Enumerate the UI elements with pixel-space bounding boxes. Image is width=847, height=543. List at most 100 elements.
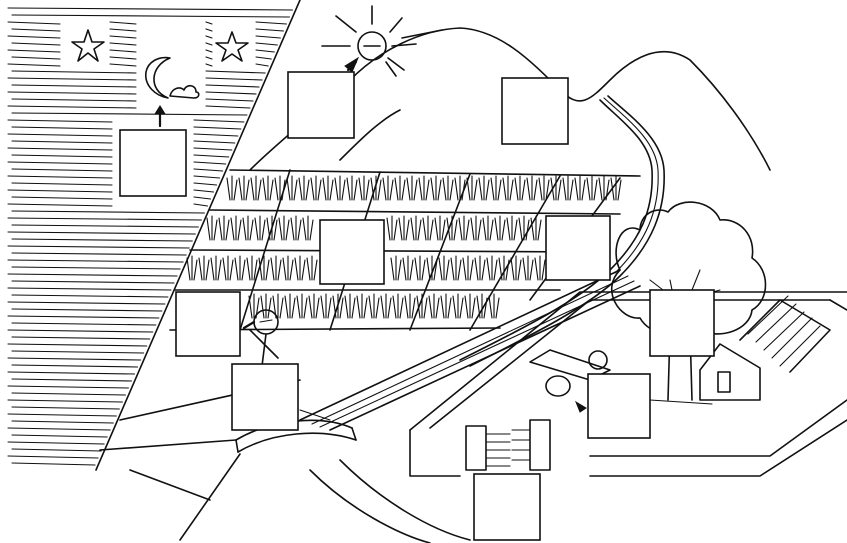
house — [699, 295, 831, 401]
sky-hatch-line — [7, 427, 111, 431]
rice-plant — [258, 255, 270, 281]
rice-plant — [334, 175, 346, 201]
sky-hatch-line — [7, 371, 136, 375]
sky-hatch-line — [193, 147, 233, 151]
rice-plant — [498, 255, 510, 281]
sky-hatch-line — [205, 56, 213, 60]
rice-plant — [226, 175, 238, 201]
sky-hatch-line — [193, 126, 242, 130]
rice-plant — [358, 175, 370, 201]
sky-hatch-line — [11, 238, 193, 242]
rice-plant — [238, 175, 250, 201]
sky-hatch-line — [11, 378, 133, 382]
sky-hatch-line — [7, 49, 61, 53]
rice-plant — [440, 293, 452, 319]
sky-hatch-line — [7, 441, 105, 445]
sky-hatch-line — [205, 77, 263, 81]
sky-hatch-line — [7, 175, 113, 179]
sky-hatch-line — [255, 28, 284, 32]
sky-hatch-line — [11, 308, 163, 312]
mountain-label-box[interactable] — [501, 77, 569, 145]
stream-line — [339, 459, 471, 541]
rice-plant — [490, 175, 502, 201]
paddy-center-label-box[interactable] — [319, 219, 385, 285]
sky-hatch-line — [109, 21, 137, 25]
rice-plant — [486, 255, 498, 281]
rice-plant — [494, 215, 506, 241]
rice-plant — [308, 293, 320, 319]
sky-hatch-line — [7, 357, 142, 361]
rice-plant — [284, 293, 296, 319]
rice-plant — [550, 175, 562, 201]
sky-hatch-line — [11, 168, 113, 172]
paddy-right-label-box[interactable] — [545, 215, 611, 281]
rice-plant — [462, 255, 474, 281]
sky-hatch-line — [7, 245, 190, 249]
sky-hatch-line — [7, 315, 160, 319]
rice-plant — [526, 175, 538, 201]
rice-plant — [368, 293, 380, 319]
arrow-head-icon — [574, 400, 587, 413]
path-line — [99, 439, 237, 451]
tree-label-box[interactable] — [649, 289, 715, 357]
river-bank — [469, 95, 665, 367]
sky-hatch-line — [7, 217, 202, 221]
rice-plant — [534, 255, 546, 281]
sky-hatch-line — [255, 56, 272, 60]
sky-hatch-line — [205, 28, 213, 32]
rice-plant — [482, 215, 494, 241]
sky-hatch-line — [193, 168, 224, 172]
rice-plant — [294, 255, 306, 281]
rice-plant — [404, 293, 416, 319]
rice-plant — [230, 215, 242, 241]
person-label-box[interactable] — [175, 291, 241, 357]
sky-hatch-line — [7, 413, 117, 417]
sun-label-box[interactable] — [287, 71, 355, 139]
rice-plant — [386, 215, 398, 241]
sky-hatch-line — [11, 98, 137, 102]
sky-hatch-line — [7, 455, 99, 459]
walled-garden — [409, 291, 847, 477]
sky-hatch-line — [11, 350, 145, 354]
rice-plant — [442, 175, 454, 201]
rice-plant — [282, 255, 294, 281]
rice-plant — [198, 255, 210, 281]
arrow-head-icon — [344, 56, 360, 73]
sky-hatch-line — [11, 322, 157, 326]
sun-icon — [321, 5, 443, 77]
canal-edge — [299, 269, 621, 421]
sky-hatch-line — [205, 98, 254, 102]
rice-plant — [414, 255, 426, 281]
sky-hatch-line — [205, 21, 213, 25]
path-label-box[interactable] — [231, 363, 299, 431]
river-bank — [459, 99, 653, 361]
sky-hatch-line — [7, 7, 294, 11]
river-flow-line — [603, 97, 659, 274]
moon-label-box[interactable] — [119, 129, 187, 197]
sky-hatch-line — [7, 147, 113, 151]
path-line — [129, 469, 211, 501]
rice-plant — [290, 215, 302, 241]
sky-hatch-line — [7, 399, 123, 403]
sky-hatch-line — [11, 266, 181, 270]
sky-hatch-line — [7, 91, 137, 95]
sky-hatch-line — [7, 35, 61, 39]
sky-hatch-line — [193, 154, 230, 158]
gate-label-box[interactable] — [473, 473, 541, 541]
sky-hatch-line — [193, 203, 209, 207]
sky-hatch-line — [11, 252, 187, 256]
sky-hatch-line — [11, 28, 61, 32]
rice-plant — [538, 175, 550, 201]
sky-hatch-line — [11, 364, 139, 368]
rice-plant — [410, 215, 422, 241]
sky-hatch-line — [205, 91, 257, 95]
rice-plant — [514, 175, 526, 201]
pump-label-box[interactable] — [587, 373, 651, 439]
sky-hatch-line — [11, 126, 113, 130]
rice-plant — [306, 255, 318, 281]
sky-hatch-line — [193, 140, 236, 144]
rice-plant — [470, 215, 482, 241]
sky-hatch-line — [109, 63, 137, 67]
rice-plant — [392, 293, 404, 319]
